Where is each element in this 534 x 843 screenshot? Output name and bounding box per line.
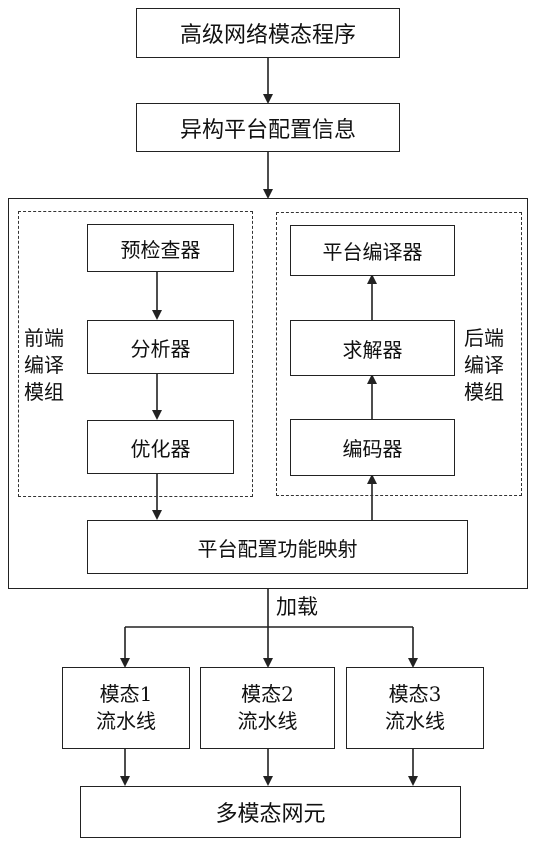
- compiler-frame: [8, 198, 528, 589]
- pipeline-1-line-2: 流水线: [96, 709, 156, 733]
- analyzer-label: 分析器: [130, 336, 191, 361]
- frontend-group: [18, 211, 253, 497]
- load-label: 加载: [276, 595, 318, 619]
- frontend-label-line-3: 模组: [24, 380, 64, 404]
- backend-label-line-3: 模组: [464, 380, 504, 404]
- solver-box: 求解器: [290, 320, 455, 376]
- optimizer-box: 优化器: [87, 420, 234, 474]
- mapping-box: 平台配置功能映射: [87, 520, 468, 574]
- program-box: 高级网络模态程序: [136, 8, 400, 58]
- pipeline-3-line-2: 流水线: [385, 709, 445, 733]
- mapping-label: 平台配置功能映射: [197, 536, 358, 561]
- optimizer-label: 优化器: [130, 436, 191, 461]
- frontend-label: 前端 编译 模组: [24, 325, 68, 406]
- prechecker-box: 预检查器: [87, 224, 234, 272]
- pipeline-3-line-1: 模态3: [388, 682, 442, 706]
- multimodal-element-box: 多模态网元: [80, 786, 461, 838]
- pipeline-box-3: 模态3 流水线: [346, 667, 484, 749]
- frontend-label-line-1: 前端: [24, 326, 64, 350]
- pipeline-2-line-1: 模态2: [241, 682, 294, 706]
- analyzer-box: 分析器: [87, 320, 234, 374]
- backend-group: [276, 212, 522, 496]
- encoder-label: 编码器: [342, 437, 403, 461]
- backend-label-line-1: 后端: [464, 326, 504, 350]
- pipeline-box-1: 模态1 流水线: [62, 667, 190, 749]
- program-box-label: 高级网络模态程序: [179, 23, 356, 48]
- pipeline-2-line-2: 流水线: [237, 709, 298, 733]
- encoder-box: 编码器: [290, 419, 455, 476]
- platform-compiler-label: 平台编译器: [322, 240, 423, 264]
- backend-label-line-2: 编译: [464, 353, 504, 377]
- frontend-label-line-2: 编译: [24, 353, 64, 377]
- backend-label: 后端 编译 模组: [464, 325, 508, 406]
- platform-config-box-label: 异构平台配置信息: [179, 117, 356, 143]
- solver-label: 求解器: [342, 337, 403, 362]
- platform-config-box: 异构平台配置信息: [136, 103, 400, 152]
- multimodal-element-label: 多模态网元: [215, 802, 326, 827]
- pipeline-1-line-1: 模态1: [99, 682, 153, 706]
- platform-compiler-box: 平台编译器: [290, 225, 455, 276]
- prechecker-label: 预检查器: [120, 237, 201, 262]
- pipeline-box-2: 模态2 流水线: [200, 667, 335, 749]
